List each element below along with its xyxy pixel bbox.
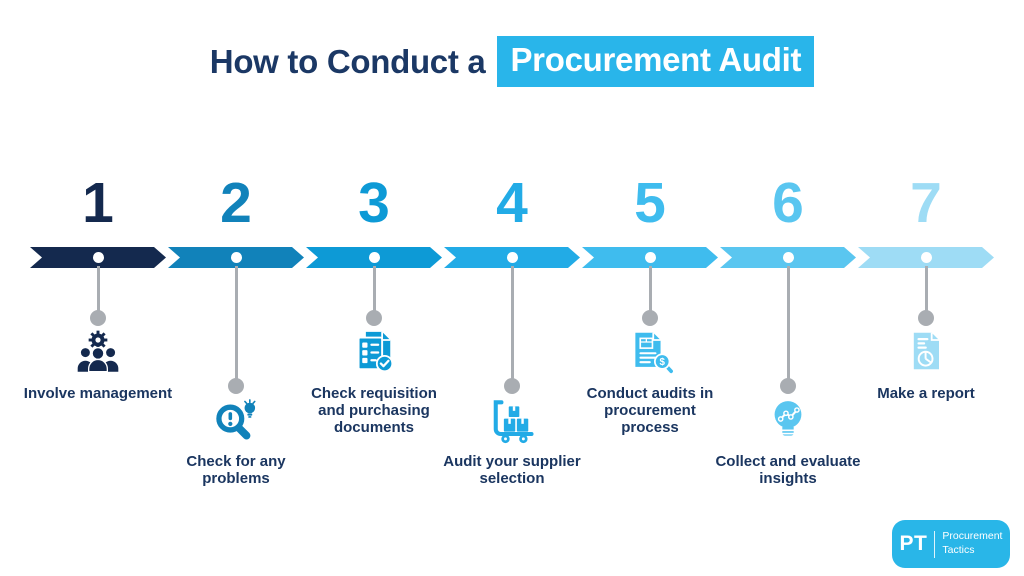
- step-3-check-requisition: 3 Check requisition and purchasing docum…: [306, 170, 444, 515]
- page-title: How to Conduct a Procurement Audit: [0, 36, 1024, 87]
- timeline-marker-dot: [506, 252, 518, 263]
- connector-line: [786, 266, 790, 380]
- logo-procurement-tactics: PT Procurement Tactics: [892, 520, 1010, 568]
- step-label: Check for any problems: [186, 453, 286, 487]
- connector-line: [510, 266, 514, 380]
- connector-dot: [504, 378, 520, 394]
- step-number: 6: [772, 171, 804, 235]
- step-4-audit-supplier: 4 Audit your supplier selection: [443, 170, 582, 515]
- problems-magnifier-icon: [210, 395, 262, 447]
- step-number: 2: [220, 171, 252, 235]
- connector-line: [234, 266, 238, 380]
- logo-wordmark-line2: Tactics: [942, 544, 975, 556]
- connector-line: [648, 266, 652, 312]
- step-number: 1: [82, 171, 114, 235]
- timeline-marker-dot: [644, 252, 656, 263]
- step-label: Collect and evaluate insights: [715, 453, 861, 487]
- step-label: Involve management: [23, 385, 173, 402]
- step-label: Check requisition and purchasing documen…: [311, 385, 437, 436]
- step-6-collect-insights: 6 Collect and evaluate insights: [715, 170, 860, 515]
- step-number: 5: [634, 171, 666, 235]
- step-number: 3: [358, 171, 390, 235]
- step-1-involve-management: 1: [24, 170, 172, 515]
- step-label: Audit your supplier selection: [443, 453, 581, 487]
- connector-dot: [366, 310, 382, 326]
- title-prefix: How to Conduct a: [209, 42, 486, 80]
- connector-line: [96, 266, 100, 312]
- requisition-checklist-icon: [348, 327, 400, 379]
- supplier-cart-icon: [486, 395, 538, 447]
- connector-dot: [918, 310, 934, 326]
- step-number: 4: [496, 171, 528, 235]
- step-label: Make a report: [877, 385, 975, 402]
- timeline-marker-dot: [230, 252, 242, 263]
- step-5-conduct-audits: 5 $ Conduct audits in procurement proces…: [582, 170, 720, 515]
- connector-line: [924, 266, 928, 312]
- connector-line: [372, 266, 376, 312]
- connector-dot: [642, 310, 658, 326]
- step-number: 7: [910, 171, 942, 235]
- timeline-marker-dot: [92, 252, 104, 263]
- title-highlight: Procurement Audit: [497, 36, 815, 87]
- svg-text:$: $: [659, 357, 665, 368]
- step-7-make-report: 7 Make a report: [858, 170, 996, 515]
- timeline-marker-dot: [368, 252, 380, 263]
- step-2-check-problems: 2 Check for any problems: [168, 170, 306, 515]
- logo-pt-monogram: PT: [899, 532, 928, 555]
- management-icon: [72, 327, 124, 379]
- audit-document-icon: $: [624, 327, 676, 379]
- connector-dot: [90, 310, 106, 326]
- connector-dot: [228, 378, 244, 394]
- insights-bulb-icon: [762, 395, 814, 447]
- step-label: Conduct audits in procurement process: [586, 385, 714, 436]
- logo-wordmark: Procurement Tactics: [942, 530, 1002, 557]
- report-piechart-icon: [900, 327, 952, 379]
- timeline-marker-dot: [920, 252, 932, 263]
- logo-wordmark-line1: Procurement: [942, 530, 1003, 543]
- connector-dot: [780, 378, 796, 394]
- logo-divider: [934, 530, 936, 558]
- timeline-marker-dot: [782, 252, 794, 263]
